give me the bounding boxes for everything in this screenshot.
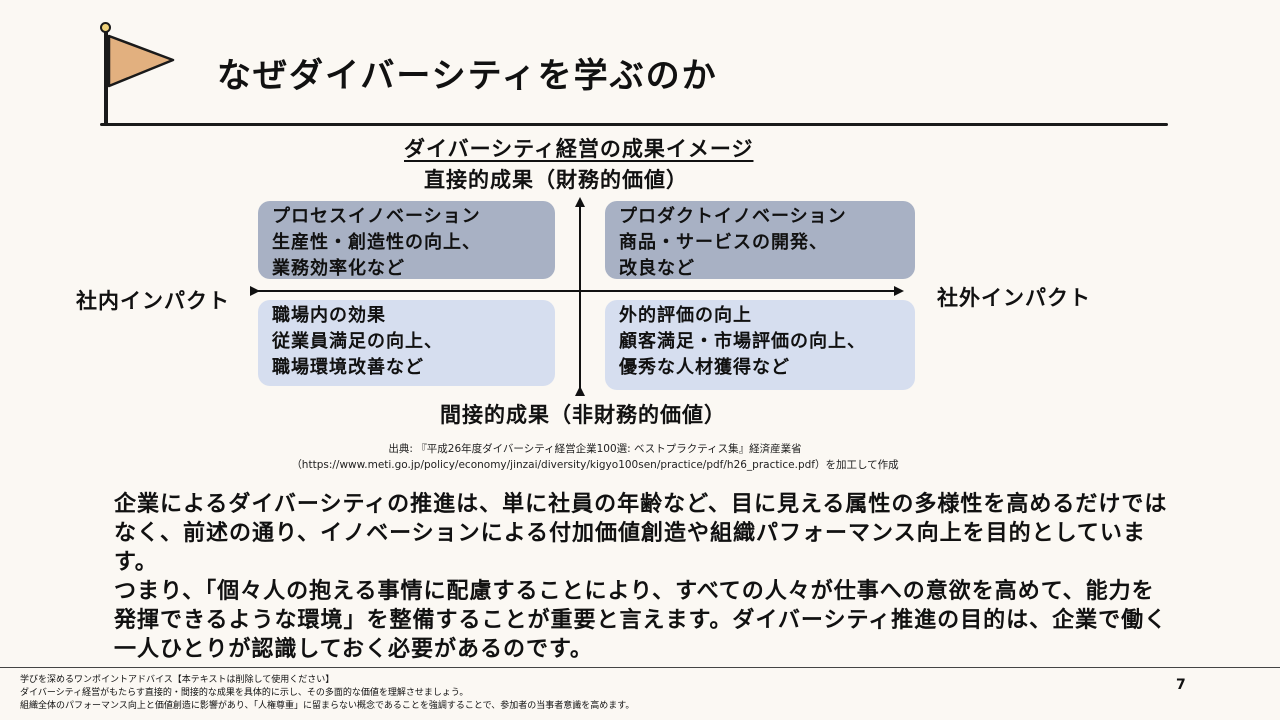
quadrant-line: 顧客満足・市場評価の向上、 bbox=[619, 331, 866, 352]
body-text: 企業によるダイバーシティの推進は、単に社員の年齢など、目に見える属性の多様性を高… bbox=[114, 490, 1174, 664]
quadrant-process-innovation: プロセスイノベーション 生産性・創造性の向上、 業務効率化など bbox=[258, 201, 555, 279]
flag-icon bbox=[107, 34, 175, 88]
quadrant-line: 業務効率化など bbox=[272, 258, 405, 279]
source-citation: 出典: 『平成26年度ダイバーシティ経営企業100選: ベストプラクティス集』経… bbox=[230, 441, 960, 473]
flag-finial-icon bbox=[100, 22, 111, 33]
quadrant-line: 従業員満足の向上、 bbox=[272, 331, 443, 352]
quadrant-line: 職場環境改善など bbox=[272, 357, 424, 378]
quadrant-line: 職場内の効果 bbox=[272, 305, 386, 326]
footer-divider bbox=[0, 667, 1280, 668]
title-divider bbox=[100, 123, 1168, 126]
axis-label-external: 社外インパクト bbox=[937, 286, 1091, 310]
quadrant-workplace-effect: 職場内の効果 従業員満足の向上、 職場環境改善など bbox=[258, 300, 555, 386]
notes-line: 組織全体のパフォーマンス向上と価値創造に影響があり、「人権尊重」に留まらない概念… bbox=[20, 701, 635, 711]
body-paragraph: つまり、「個々人の抱える事情に配慮することにより、すべての人々が仕事への意欲を高… bbox=[114, 579, 1168, 662]
diagram-title: ダイバーシティ経営の成果イメージ bbox=[404, 137, 754, 161]
flag-pole-icon bbox=[104, 30, 108, 126]
notes-line: 学びを深めるワンポイントアドバイス【本テキストは削除して使用ください】 bbox=[20, 675, 335, 685]
source-url: （https://www.meti.go.jp/policy/economy/j… bbox=[291, 459, 899, 471]
speaker-notes: 学びを深めるワンポイントアドバイス【本テキストは削除して使用ください】 ダイバー… bbox=[20, 674, 634, 713]
notes-line: ダイバーシティ経営がもたらす直接的・間接的な成果を具体的に示し、その多面的な価値… bbox=[20, 688, 469, 698]
axis-label-direct: 直接的成果（財務的価値） bbox=[424, 168, 688, 192]
quadrant-line: プロセスイノベーション bbox=[272, 206, 481, 227]
page-title: なぜダイバーシティを学ぶのか bbox=[217, 56, 718, 96]
axis-label-indirect: 間接的成果（非財務的価値） bbox=[440, 403, 726, 427]
page-number: 7 bbox=[1176, 677, 1186, 693]
quadrant-line: 優秀な人材獲得など bbox=[619, 357, 790, 378]
quadrant-line: 商品・サービスの開発、 bbox=[619, 232, 828, 253]
source-line: 出典: 『平成26年度ダイバーシティ経営企業100選: ベストプラクティス集』経… bbox=[388, 443, 802, 455]
quadrant-line: 生産性・創造性の向上、 bbox=[272, 232, 481, 253]
quadrant-line: 改良など bbox=[619, 258, 695, 279]
quadrant-external-evaluation: 外的評価の向上 顧客満足・市場評価の向上、 優秀な人材獲得など bbox=[605, 300, 915, 390]
quadrant-line: 外的評価の向上 bbox=[619, 305, 752, 326]
axis-label-internal: 社内インパクト bbox=[76, 289, 230, 313]
quadrant-line: プロダクトイノベーション bbox=[619, 206, 847, 227]
quadrant-product-innovation: プロダクトイノベーション 商品・サービスの開発、 改良など bbox=[605, 201, 915, 279]
body-paragraph: 企業によるダイバーシティの推進は、単に社員の年齢など、目に見える属性の多様性を高… bbox=[114, 492, 1168, 575]
